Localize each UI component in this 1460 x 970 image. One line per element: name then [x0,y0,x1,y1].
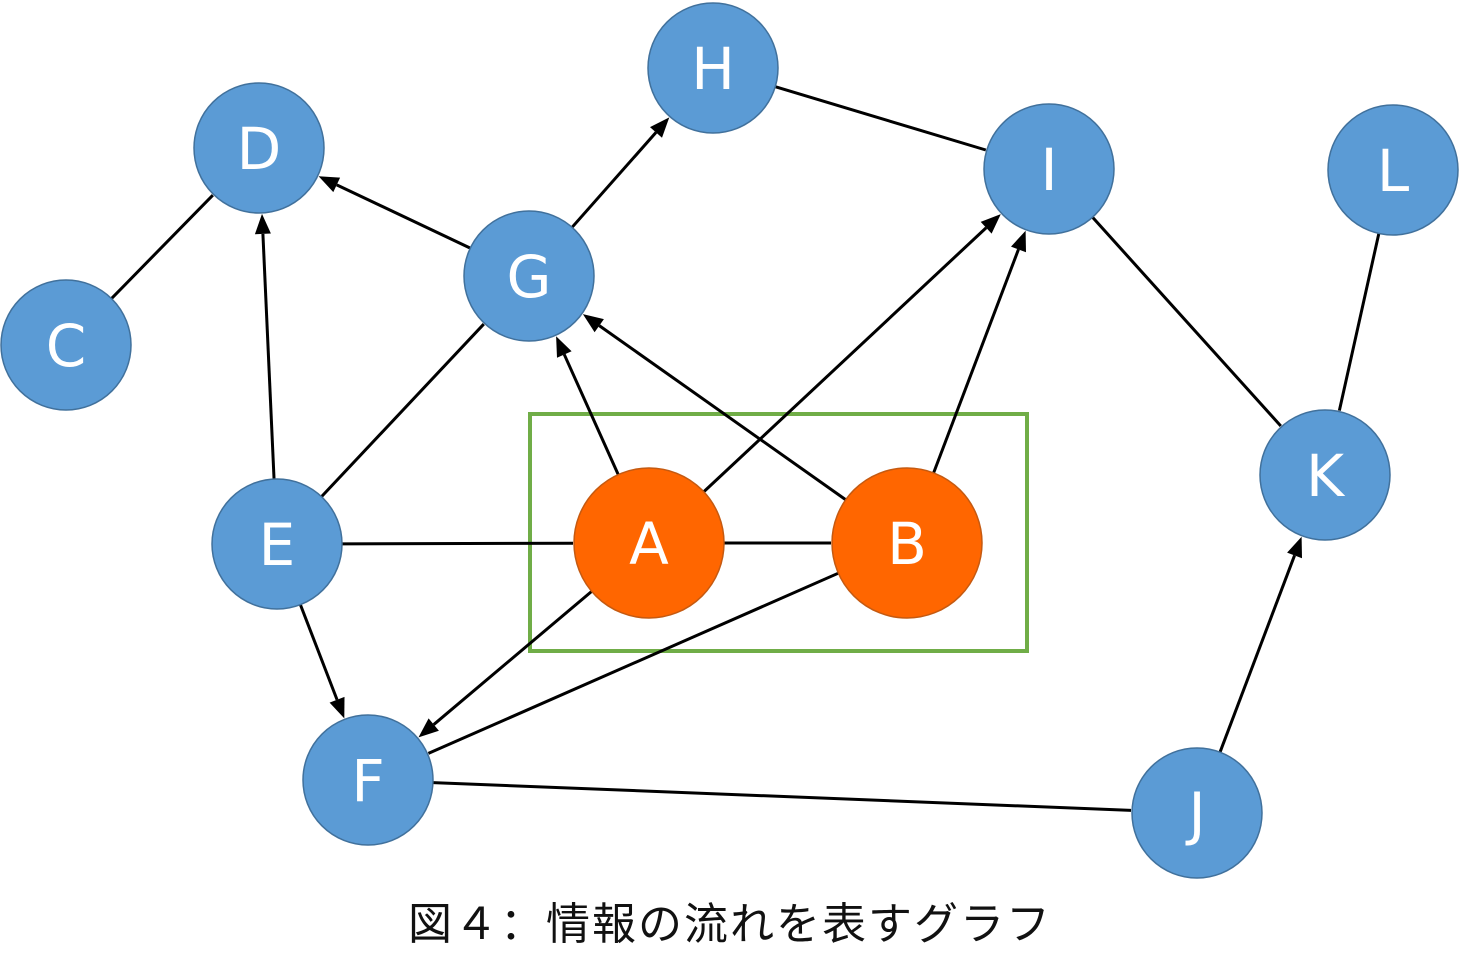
node-circle [211,478,343,610]
node-circle [983,103,1115,235]
arrowhead [329,696,345,719]
edge-e-g [320,323,485,498]
edge-a-f [418,590,593,738]
node-label: F [351,747,384,815]
node-label: H [691,35,735,103]
node-label: L [1377,137,1409,205]
node-e: E [211,478,343,610]
edge-a-i [702,214,1001,493]
nodes-layer: A B C D E F G H I J K L [0,2,1459,879]
arrowhead [318,176,341,193]
edge-g-h [570,117,670,229]
node-circle [302,714,434,846]
node-i: I [983,103,1115,235]
node-h: H [647,2,779,134]
node-c: C [0,279,132,411]
node-circle [647,2,779,134]
arrowhead [1287,536,1302,559]
edge-e-d [254,213,276,480]
edge-e-a [341,541,574,546]
edge-b-g [582,314,847,501]
node-circle [1131,747,1263,879]
edge-b-i [932,230,1026,474]
highlight-box [528,412,1029,653]
arrowhead [254,213,271,235]
node-j: J [1131,747,1263,879]
node-a: A [573,467,725,619]
edge-e-f [298,604,345,719]
node-label: E [259,511,296,579]
node-k: K [1259,409,1391,541]
node-circle [573,467,725,619]
node-circle [0,279,132,411]
node-label: D [237,115,282,183]
node-circle [193,82,325,214]
node-circle [1327,104,1459,236]
node-label: B [887,510,927,578]
arrowhead [650,117,670,138]
node-f: F [302,714,434,846]
arrowhead [418,718,439,738]
edge-b-f [427,571,839,755]
node-g: G [463,210,595,342]
node-circle [1259,409,1391,541]
node-label: A [629,510,669,578]
edge-g-d [318,176,471,250]
arrowhead [556,336,572,358]
edge-a-g [556,336,620,476]
arrowhead [980,214,1001,234]
node-circle [831,467,983,619]
node-l: L [1327,104,1459,236]
node-label: J [1185,780,1205,848]
arrowhead [582,314,604,333]
node-d: D [193,82,325,214]
node-b: B [831,467,983,619]
node-circle [463,210,595,342]
node-label: K [1306,442,1346,510]
node-label: C [46,312,87,380]
arrowhead [1011,230,1026,253]
node-label: G [507,243,552,311]
edge-i-k [1091,216,1282,427]
edge-l-k [1337,233,1381,411]
edge-j-k [1218,536,1302,753]
edge-h-i [774,85,987,152]
edges-layer [110,85,1381,812]
node-label: I [1040,136,1057,204]
edge-c-d [110,194,214,300]
edge-f-j [432,781,1132,812]
figure-caption: 図４：情報の流れを表すグラフ [408,899,1052,950]
